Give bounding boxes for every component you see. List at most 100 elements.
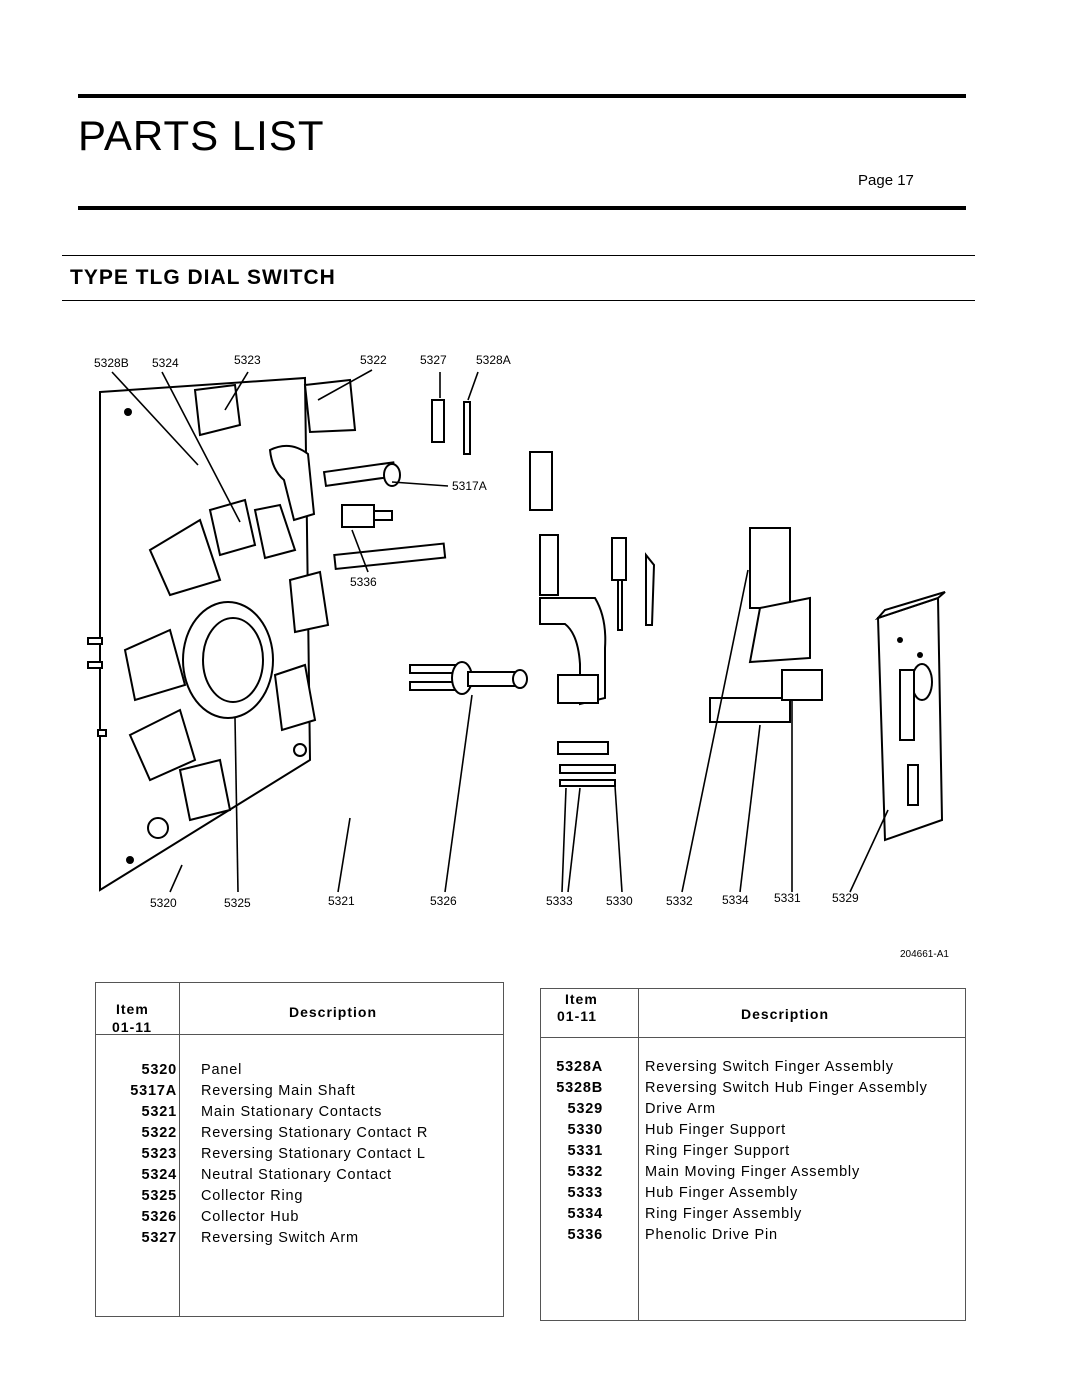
- label-bottom-4: 5326: [430, 894, 457, 908]
- shaft-and-pin-drawing: [322, 399, 553, 528]
- label-bottom-9: 5331: [774, 891, 801, 905]
- item-description: Phenolic Drive Pin: [645, 1227, 778, 1243]
- item-number: 5324: [141, 1167, 177, 1183]
- item-description: Reversing Stationary Contact L: [201, 1146, 426, 1162]
- item-description: Hub Finger Support: [645, 1122, 786, 1138]
- item-number: 5328A: [556, 1059, 603, 1075]
- label-top-4: 5322: [360, 353, 387, 367]
- label-bottom-1: 5320: [150, 896, 177, 910]
- table-column-divider: [179, 983, 180, 1316]
- table-row: 5328B Reversing Switch Hub Finger Assembl…: [541, 1080, 965, 1101]
- table-header-divider: [541, 1037, 965, 1038]
- leader-lines: [111, 369, 889, 893]
- item-description: Ring Finger Assembly: [645, 1206, 803, 1222]
- item-description: Collector Ring: [201, 1188, 304, 1204]
- item-description: Main Moving Finger Assembly: [645, 1164, 861, 1180]
- table-header-divider: [96, 1034, 503, 1035]
- label-bottom-8: 5334: [722, 893, 749, 907]
- header-item-version: 01-11: [112, 1019, 153, 1035]
- table-row: 5327 Reversing Switch Arm: [96, 1230, 503, 1251]
- table-column-divider: [638, 989, 639, 1320]
- label-bottom-5: 5333: [546, 894, 573, 908]
- header-item-label: Item: [565, 991, 598, 1007]
- item-number: 5325: [141, 1188, 177, 1204]
- item-number: 5327: [141, 1230, 177, 1246]
- label-top-6: 5328A: [476, 353, 511, 367]
- item-number: 5321: [141, 1104, 177, 1120]
- table-row: 5322 Reversing Stationary Contact R: [96, 1125, 503, 1146]
- item-description: Collector Hub: [201, 1209, 300, 1225]
- item-number: 5329: [567, 1101, 603, 1117]
- label-top-5: 5327: [420, 353, 447, 367]
- table-row: 5332 Main Moving Finger Assembly: [541, 1164, 965, 1185]
- item-number: 5320: [141, 1062, 177, 1078]
- header-item-version: 01-11: [557, 1008, 598, 1024]
- table-row: 5329 Drive Arm: [541, 1101, 965, 1122]
- header-description: Description: [289, 1004, 378, 1020]
- table-row: 5333 Hub Finger Assembly: [541, 1185, 965, 1206]
- label-shaft: 5317A: [452, 479, 487, 493]
- table-row: 5323 Reversing Stationary Contact L: [96, 1146, 503, 1167]
- drive-arm-plate-drawing: [874, 591, 946, 842]
- exploded-parts-diagram: 5328B 5324 5323 5322 5327 5328A 5317A 53…: [87, 353, 949, 960]
- table-row: 5336 Phenolic Drive Pin: [541, 1227, 965, 1248]
- parts-table-left: Item 01-11 Description 5320 Panel 5317A Rev…: [95, 982, 504, 1317]
- label-top-3: 5323: [234, 353, 261, 367]
- item-number: 5317A: [130, 1083, 177, 1099]
- label-bottom-10: 5329: [832, 891, 859, 905]
- item-description: Drive Arm: [645, 1101, 716, 1117]
- item-description: Ring Finger Support: [645, 1143, 790, 1159]
- item-description: Reversing Switch Arm: [201, 1230, 359, 1246]
- item-number: 5326: [141, 1209, 177, 1225]
- drawing-number: 204661-A1: [900, 949, 949, 960]
- header-bottom-rule: [78, 206, 966, 210]
- item-description: Reversing Main Shaft: [201, 1083, 356, 1099]
- item-number: 5330: [567, 1122, 603, 1138]
- item-description: Panel: [201, 1062, 243, 1078]
- item-description: Reversing Switch Finger Assembly: [645, 1059, 894, 1075]
- label-pin: 5336: [350, 575, 377, 589]
- page-number: Page 17: [858, 172, 914, 189]
- table-row: 5328A Reversing Switch Finger Assembly: [541, 1059, 965, 1080]
- item-number: 5323: [141, 1146, 177, 1162]
- item-description: Hub Finger Assembly: [645, 1185, 799, 1201]
- table-row: 5317A Reversing Main Shaft: [96, 1083, 503, 1104]
- label-bottom-3: 5321: [328, 894, 355, 908]
- label-top-1: 5328B: [94, 356, 129, 370]
- header-top-rule: [78, 94, 966, 98]
- finger-assemblies-drawing: [539, 527, 823, 787]
- table-row: 5331 Ring Finger Support: [541, 1143, 965, 1164]
- table-row: 5334 Ring Finger Assembly: [541, 1206, 965, 1227]
- panel-drawing: [87, 376, 447, 892]
- item-description: Neutral Stationary Contact: [201, 1167, 392, 1183]
- label-bottom-6: 5330: [606, 894, 633, 908]
- parts-table-right: Item 01-11 Description 5328A Reversing Sw…: [540, 988, 966, 1321]
- table-row: 5330 Hub Finger Support: [541, 1122, 965, 1143]
- item-number: 5336: [567, 1227, 603, 1243]
- item-number: 5328B: [556, 1080, 603, 1096]
- item-number: 5334: [567, 1206, 603, 1222]
- item-description: Reversing Switch Hub Finger Assembly: [645, 1080, 928, 1096]
- header-description: Description: [741, 1006, 830, 1022]
- header-item-label: Item: [116, 1001, 149, 1017]
- section-bottom-rule: [62, 300, 975, 301]
- item-description: Reversing Stationary Contact R: [201, 1125, 429, 1141]
- label-bottom-7: 5332: [666, 894, 693, 908]
- table-row: 5324 Neutral Stationary Contact: [96, 1167, 503, 1188]
- collector-hub-drawing: [409, 661, 528, 695]
- table-row: 5320 Panel: [96, 1062, 503, 1083]
- table-row: 5325 Collector Ring: [96, 1188, 503, 1209]
- item-description: Main Stationary Contacts: [201, 1104, 383, 1120]
- table-row: 5326 Collector Hub: [96, 1209, 503, 1230]
- item-number: 5332: [567, 1164, 603, 1180]
- part-labels: 5328B 5324 5323 5322 5327 5328A 5317A 53…: [94, 353, 949, 960]
- item-number: 5322: [141, 1125, 177, 1141]
- label-top-2: 5324: [152, 356, 179, 370]
- table-row: 5321 Main Stationary Contacts: [96, 1104, 503, 1125]
- item-number: 5331: [567, 1143, 603, 1159]
- page-title: PARTS LIST: [78, 112, 325, 159]
- section-title: TYPE TLG DIAL SWITCH: [70, 266, 336, 289]
- section-top-rule: [62, 255, 975, 256]
- label-bottom-2: 5325: [224, 896, 251, 910]
- item-number: 5333: [567, 1185, 603, 1201]
